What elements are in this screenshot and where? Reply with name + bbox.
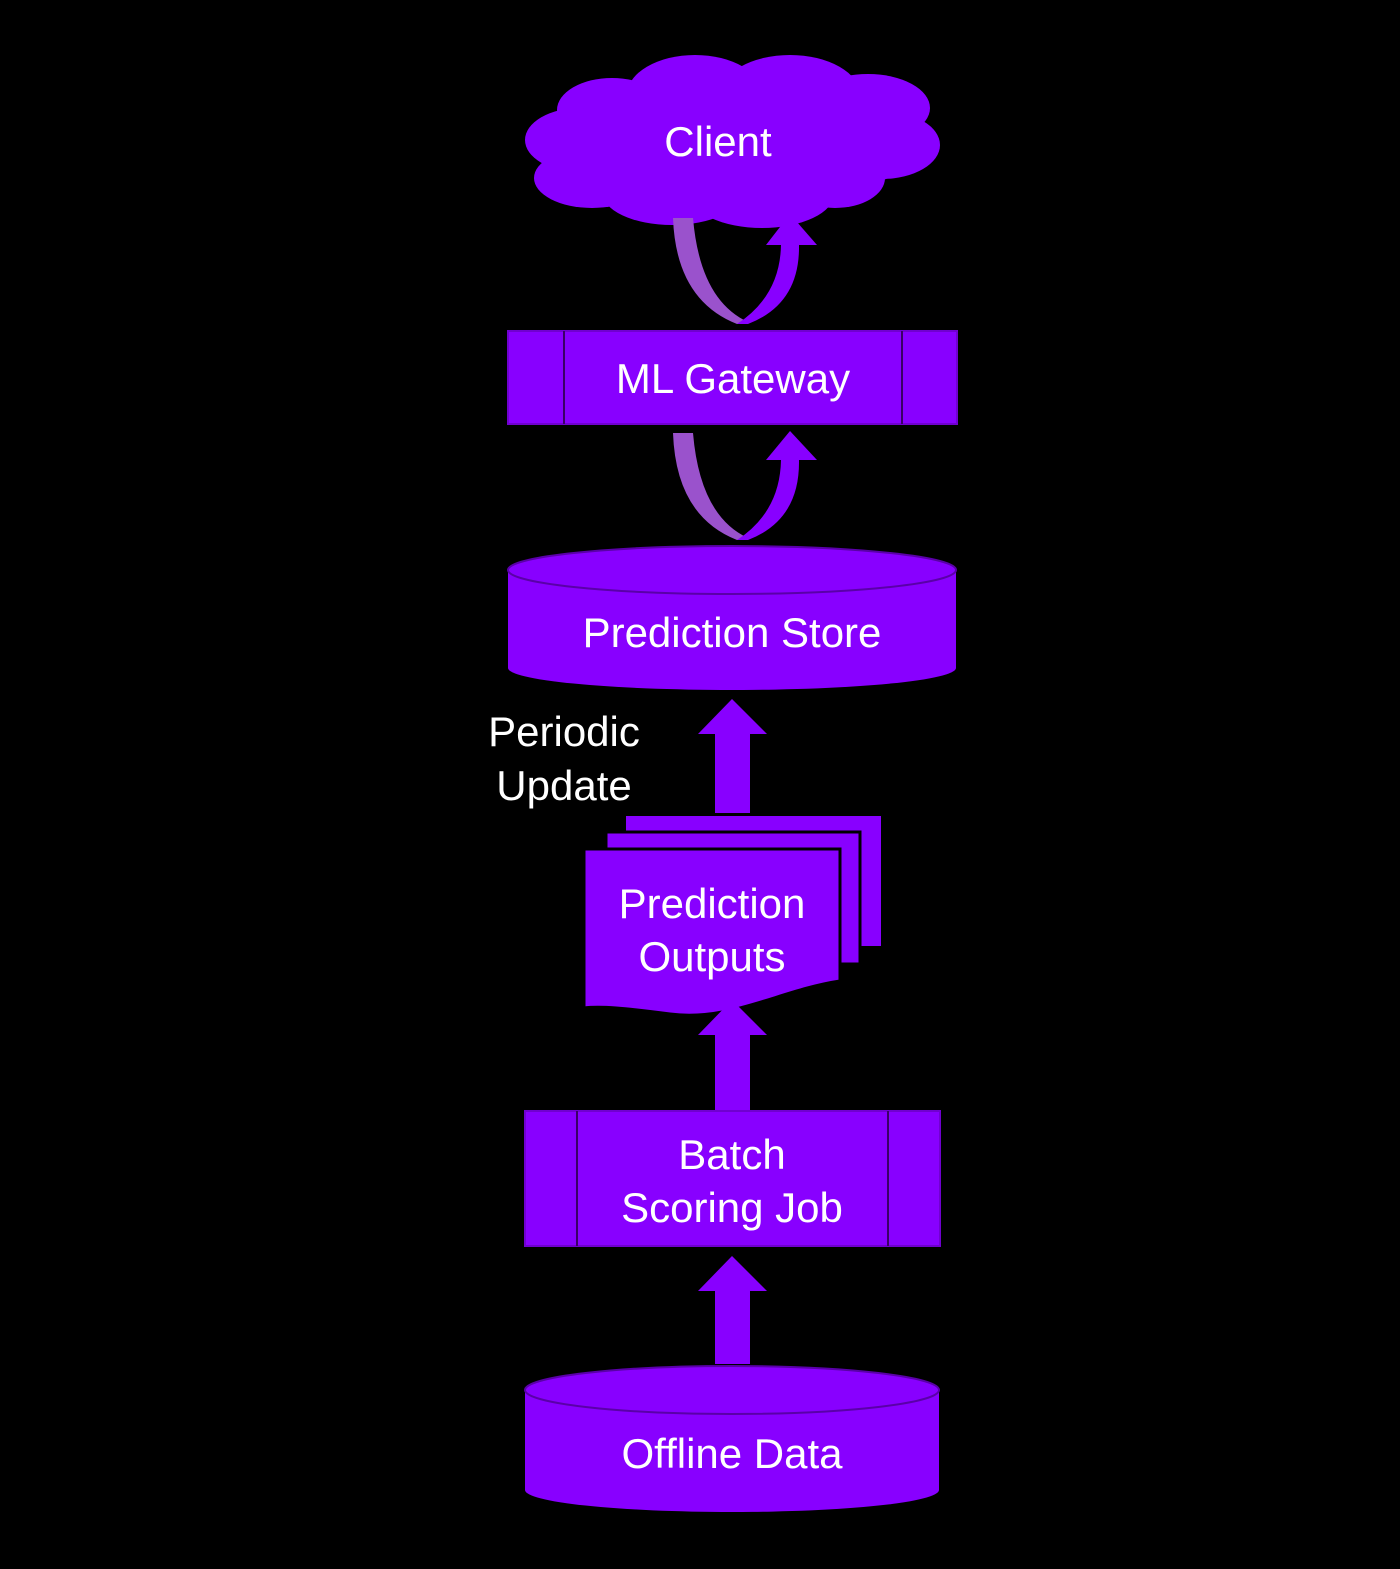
arrow-data-to-job	[698, 1256, 767, 1364]
ml-gateway-label: ML Gateway	[616, 355, 850, 402]
database-icon	[524, 1365, 940, 1512]
prediction-outputs-node: Prediction Outputs	[582, 814, 881, 1017]
uturn-arrow-gateway-to-client	[673, 214, 817, 324]
batch-scoring-job-node: Batch Scoring Job	[524, 1110, 941, 1247]
arrow-back-segment	[673, 218, 748, 324]
arrow-head	[698, 699, 767, 734]
client-label: Client	[664, 118, 772, 165]
periodic-update-line1: Periodic	[488, 708, 640, 755]
database-icon	[507, 545, 957, 690]
arrow-head	[698, 1256, 767, 1291]
uturn-arrow-store-to-gateway	[673, 431, 817, 540]
arrow-job-to-outputs	[698, 1000, 767, 1110]
arrow-shaft	[715, 733, 750, 813]
arrow-front-segment	[737, 460, 800, 540]
prediction-outputs-line1: Prediction	[619, 880, 806, 927]
prediction-store-label: Prediction Store	[583, 609, 882, 656]
batch-scoring-job-line1: Batch	[678, 1131, 785, 1178]
offline-data-node: Offline Data	[524, 1365, 940, 1512]
arrow-shaft	[715, 1289, 750, 1364]
document-stack-icon	[582, 814, 881, 1017]
arrow-head	[766, 431, 817, 460]
arrow-outputs-to-store	[698, 699, 767, 813]
arrow-shaft	[715, 1033, 750, 1110]
client-node: Client	[525, 55, 940, 228]
prediction-outputs-line2: Outputs	[638, 933, 785, 980]
batch-scoring-job-line2: Scoring Job	[621, 1184, 843, 1231]
periodic-update-line2: Update	[496, 762, 631, 809]
prediction-store-node: Prediction Store	[507, 545, 957, 690]
arrow-head	[698, 1000, 767, 1035]
arrow-back-segment	[673, 433, 748, 540]
periodic-update-annotation: Periodic Update	[488, 708, 640, 809]
ml-gateway-node: ML Gateway	[507, 330, 958, 425]
arrow-head	[766, 214, 817, 245]
offline-data-label: Offline Data	[621, 1430, 843, 1477]
cloud-icon	[525, 55, 940, 228]
arrow-front-segment	[737, 245, 800, 324]
